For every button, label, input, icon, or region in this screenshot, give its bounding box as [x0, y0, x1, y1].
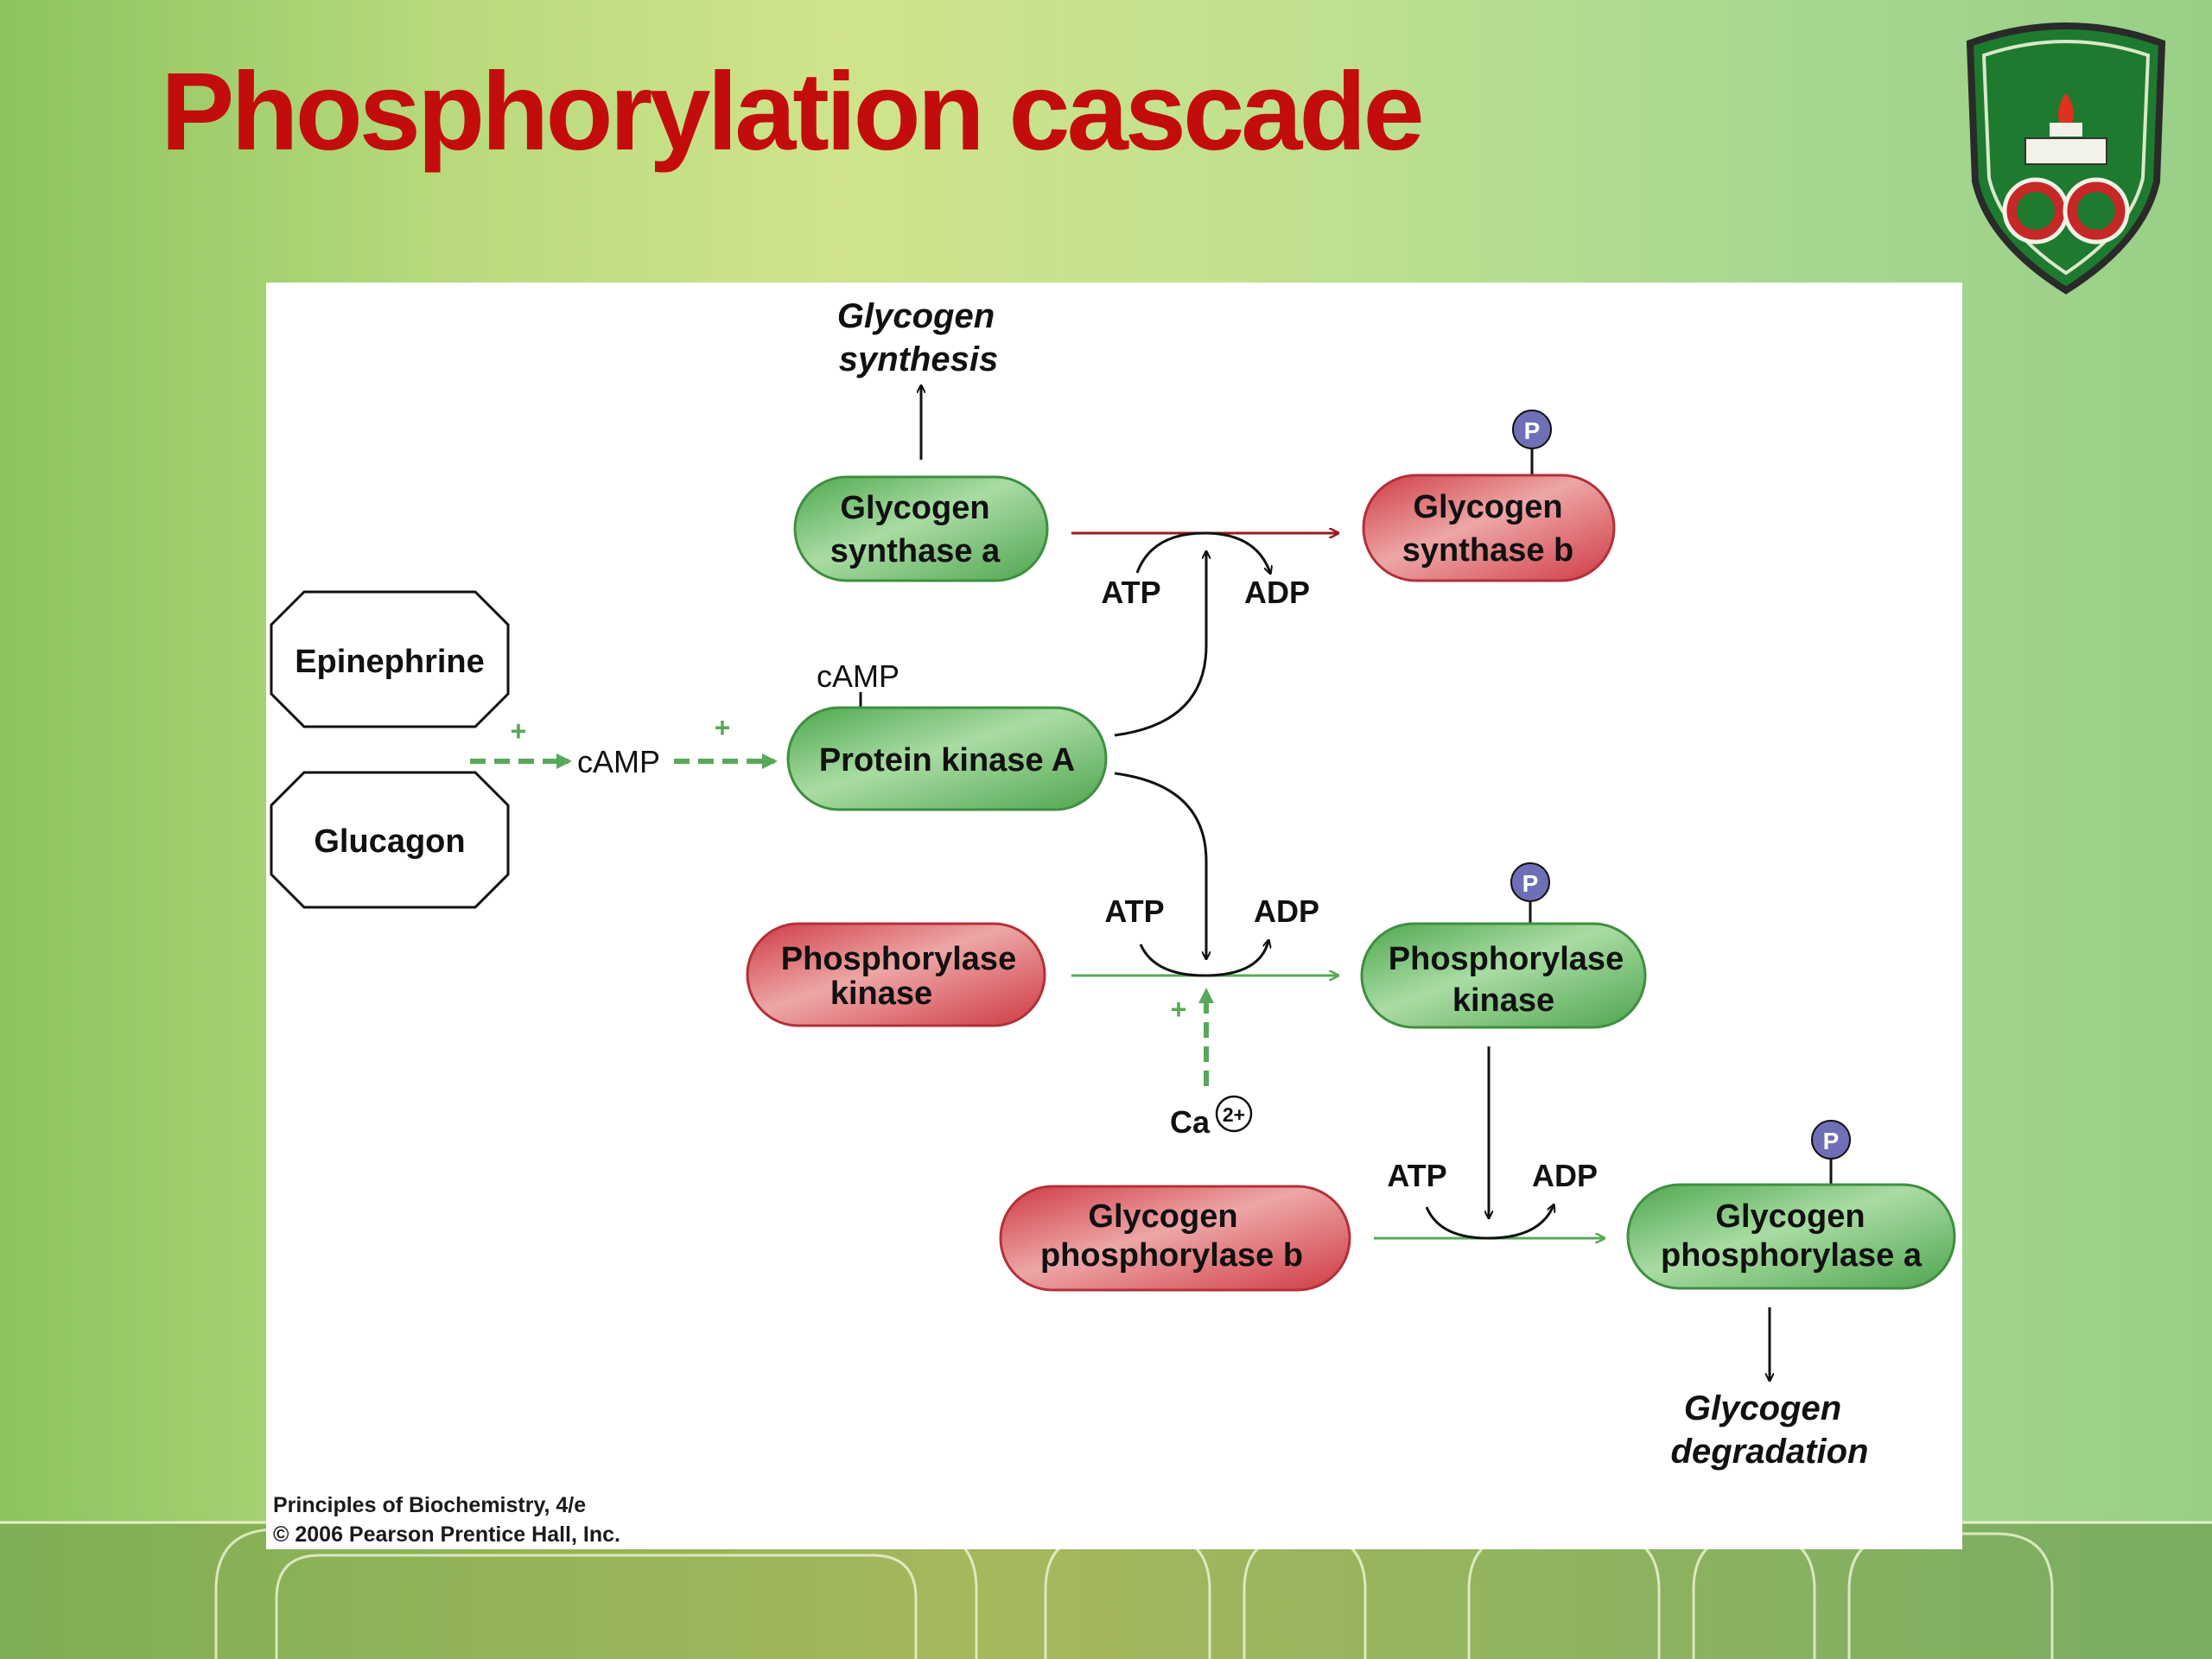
glycogen-synthase-a-node: Glycogen synthase a: [793, 475, 1049, 582]
glycogen-phosphorylase-b-node: Glycogen phosphorylase b: [999, 1185, 1351, 1292]
pka-to-synthase-arrow: [1114, 552, 1206, 737]
glycogen-synthesis-line1: Glycogen: [837, 297, 995, 335]
phosphate-group: P: [1512, 410, 1552, 449]
synthase-atp-adp-arc: [1135, 531, 1270, 573]
epinephrine-node: Epinephrine: [270, 590, 510, 728]
glucagon-label: Glucagon: [314, 823, 465, 860]
credit-line-2: © 2006 Pearson Prentice Hall, Inc.: [273, 1522, 620, 1547]
phosphorylase-atp-adp-arc: [1425, 1205, 1554, 1240]
phosphate-label: P: [1823, 1128, 1840, 1154]
atp-label: ATP: [1387, 1158, 1446, 1193]
glycogen-degradation-line1: Glycogen: [1684, 1389, 1841, 1427]
phosphorylase-kinase-inactive-line2: kinase: [830, 976, 932, 1012]
atp-label: ATP: [1101, 575, 1160, 610]
camp-bound-label: cAMP: [817, 658, 899, 694]
phosphate-group: P: [1811, 1120, 1851, 1160]
glycogen-synthase-b-line2: synthase b: [1402, 532, 1574, 569]
plus-sign: +: [1171, 994, 1187, 1025]
university-crest-logo: [1966, 22, 2166, 295]
glycogen-synthase-a-line2: synthase a: [830, 533, 1001, 569]
camp-intermediate-label: cAMP: [577, 744, 660, 779]
phosphorylase-kinase-active-node: Phosphorylase kinase: [1360, 922, 1647, 1029]
glycogen-phosphorylase-b-line1: Glycogen: [1088, 1198, 1237, 1235]
calcium-ion: Ca 2+: [1170, 1095, 1253, 1140]
pka-to-phosphorylase-kinase-arrow: [1114, 772, 1206, 958]
atp-label: ATP: [1104, 893, 1164, 929]
glycogen-synthase-b-node: Glycogen synthase b: [1362, 474, 1616, 582]
glycogen-phosphorylase-a-line1: Glycogen: [1715, 1198, 1865, 1235]
glycogen-synthase-a-line1: Glycogen: [840, 490, 989, 526]
phosphorylase-kinase-inactive-line1: Phosphorylase: [781, 941, 1016, 977]
protein-kinase-a-node: Protein kinase A: [786, 706, 1108, 811]
figure-credit: Principles of Biochemistry, 4/e © 2006 P…: [273, 1491, 620, 1549]
glycogen-synthesis-line2: synthesis: [839, 340, 999, 378]
phosphorylation-cascade-diagram: Epinephrine Glucagon + cAMP + cAMP Prote…: [270, 297, 1956, 1471]
plus-sign: +: [511, 715, 527, 747]
phosphorylase-kinase-inactive-node: Phosphorylase kinase: [746, 922, 1046, 1027]
plus-sign: +: [715, 712, 731, 743]
glycogen-phosphorylase-b-line2: phosphorylase b: [1040, 1237, 1303, 1274]
adp-label: ADP: [1244, 575, 1310, 610]
phosphate-label: P: [1522, 870, 1539, 897]
phosphorylase-kinase-active-line1: Phosphorylase: [1389, 941, 1624, 977]
glucagon-node: Glucagon: [270, 771, 510, 909]
diagram-panel: Epinephrine Glucagon + cAMP + cAMP Prote…: [266, 283, 1962, 1549]
glycogen-phosphorylase-a-line2: phosphorylase a: [1661, 1237, 1923, 1274]
epinephrine-label: Epinephrine: [295, 644, 485, 680]
glycogen-phosphorylase-a-node: Glycogen phosphorylase a: [1626, 1183, 1956, 1290]
phosphate-group: P: [1510, 862, 1550, 902]
credit-line-1: Principles of Biochemistry, 4/e: [273, 1493, 587, 1517]
phosphorylase-kinase-active-line2: kinase: [1452, 982, 1554, 1019]
calcium-charge: 2+: [1223, 1103, 1245, 1126]
calcium-label: Ca: [1170, 1104, 1211, 1140]
slide-title: Phosphorylation cascade: [161, 50, 1425, 174]
adp-label: ADP: [1532, 1158, 1598, 1193]
protein-kinase-a-label: Protein kinase A: [819, 742, 1075, 779]
kinase-atp-adp-arc: [1139, 941, 1268, 977]
adp-label: ADP: [1254, 893, 1319, 929]
glycogen-degradation-line2: degradation: [1671, 1433, 1869, 1471]
glycogen-synthase-b-line1: Glycogen: [1413, 489, 1562, 525]
phosphate-label: P: [1524, 417, 1541, 444]
